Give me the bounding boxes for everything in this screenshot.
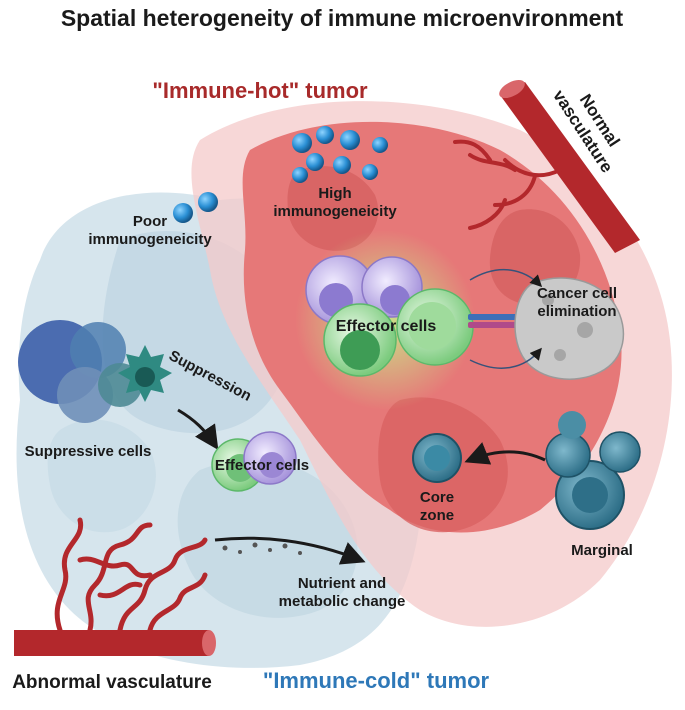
core-zone-line2: zone [420,507,454,524]
nutrient-flow [214,536,366,565]
suppressive-cells [18,320,172,423]
high-immuno-line2: immunogeneicity [273,203,397,220]
marginal-cells [545,411,641,530]
elimination-line1: Cancer cell [537,285,617,302]
cold-tumor-label: "Immune-cold" tumor [263,668,490,693]
nutrient-line1: Nutrient and [298,575,386,592]
abnormal-vessel [14,517,216,656]
title: Spatial heterogeneity of immune microenv… [61,5,624,31]
elimination-cluster [469,268,625,380]
cold-effector-cluster [211,431,297,492]
abnormal-vasculature-label: Abnormal vasculature [12,672,212,693]
high-antigen-spheres [292,126,388,183]
core-zone-line1: Core [420,489,454,506]
hot-effector-cluster [295,230,518,410]
poor-immuno-line1: Poor [133,213,167,230]
suppressive-cells-label: Suppressive cells [25,443,152,460]
hot-tumor-region [242,121,622,533]
normal-vessel [453,79,640,253]
elimination-line2: elimination [537,303,616,320]
poor-immuno-line2: immunogeneicity [88,231,212,248]
poor-antigen-spheres [173,192,218,223]
effector-hot-label: Effector cells [336,318,437,335]
effector-cold-label: Effector cells [215,457,309,474]
high-immuno-line1: High [318,185,351,202]
hot-tumor-label: "Immune-hot" tumor [152,78,368,103]
suppression-arrow [177,408,219,450]
marginal-label: Marginal [571,542,633,559]
nutrient-line2: metabolic change [279,593,406,610]
core-zone-cell [412,433,546,483]
